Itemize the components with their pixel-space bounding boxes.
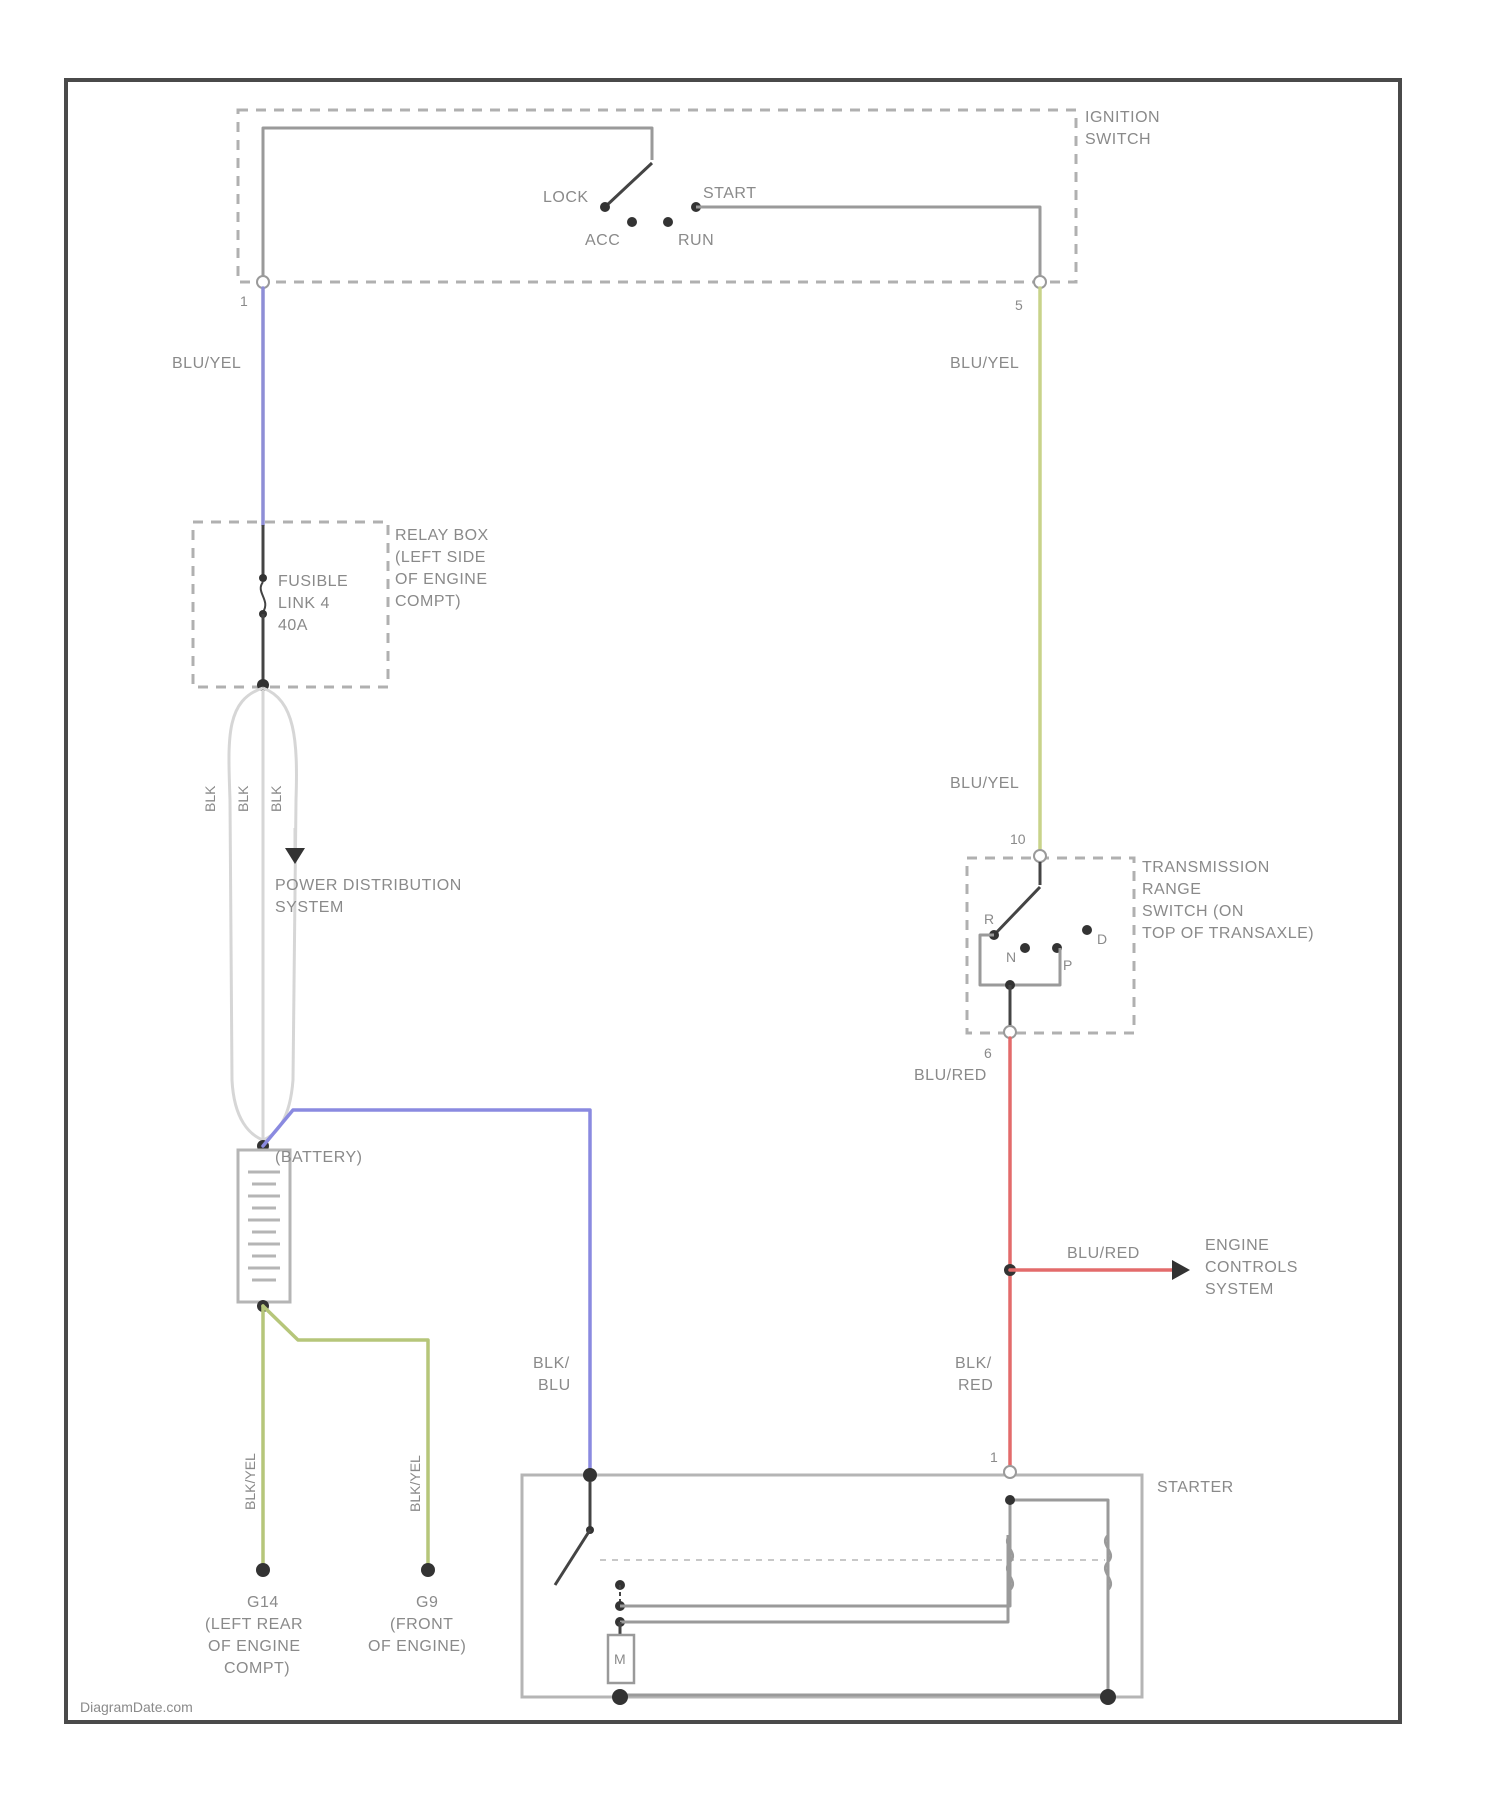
trs-label-3: SWITCH (ON <box>1142 903 1244 920</box>
ignition-switch-label-1: IGNITION <box>1085 109 1160 126</box>
wire-blk-yel-right <box>263 1306 428 1568</box>
relay-box: RELAY BOX (LEFT SIDE OF ENGINE COMPT) FU… <box>193 522 489 691</box>
ignition-pin-right-label: 5 <box>1015 297 1023 313</box>
trs-label-4: TOP OF TRANSAXLE) <box>1142 925 1314 942</box>
battery-label: (BATTERY) <box>275 1149 362 1166</box>
ground-right-label-3: OF ENGINE) <box>368 1638 466 1655</box>
ground-left-label-3: OF ENGINE <box>208 1638 301 1655</box>
wire-blu-yel-right-label-mid: BLU/YEL <box>950 775 1019 792</box>
transmission-range-switch: 10 R N P D 6 TRANSMISSION RANGE SWITCH (… <box>967 831 1314 1061</box>
trs-pos-p-label: P <box>1063 957 1072 973</box>
start-label: START <box>703 185 756 202</box>
starter-motor-label: M <box>614 1651 626 1667</box>
fusible-link-label-3: 40A <box>278 617 308 634</box>
trs-contact-arm <box>994 887 1040 935</box>
wire-blu-red-label-2: BLU/RED <box>1067 1245 1140 1262</box>
blk-label-2: BLK <box>235 785 251 812</box>
ground-g14 <box>256 1563 270 1577</box>
trs-pin-bottom-label: 6 <box>984 1045 992 1061</box>
transmission-switch-box <box>967 858 1134 1033</box>
watermark: DiagramDate.com <box>80 1699 193 1715</box>
starter-battery-terminal <box>583 1468 597 1482</box>
ignition-pin-left <box>257 276 269 288</box>
starter: 1 STARTER M <box>522 1449 1234 1705</box>
power-distribution-label-2: SYSTEM <box>275 899 344 916</box>
ignition-start-internal-wire <box>696 207 1040 282</box>
contact-acc <box>627 217 637 227</box>
ground-left-label-2: (LEFT REAR <box>205 1616 303 1633</box>
ignition-switch-label-2: SWITCH <box>1085 131 1151 148</box>
starter-pin-label: 1 <box>990 1449 998 1465</box>
engine-controls-label-2: CONTROLS <box>1205 1259 1298 1276</box>
starter-ground-left <box>612 1689 628 1705</box>
fusible-link-top-terminal <box>259 574 267 582</box>
trs-contact-d <box>1082 925 1092 935</box>
trs-pos-r-label: R <box>984 911 994 927</box>
trs-pos-n-label: N <box>1006 949 1016 965</box>
relay-box-label-2: (LEFT SIDE <box>395 549 486 566</box>
battery-cable-loop-outer <box>229 688 263 1140</box>
fusible-link-element <box>261 582 266 612</box>
wire-blk-red-label-1: BLK/ <box>955 1355 992 1372</box>
run-label: RUN <box>678 232 714 249</box>
relay-box-label-3: OF ENGINE <box>395 571 488 588</box>
engine-controls-label-3: SYSTEM <box>1205 1281 1274 1298</box>
trs-internal-loop <box>980 935 1060 985</box>
starter-feed-wire <box>620 1500 1010 1606</box>
ignition-switch-internal-wire <box>263 128 652 280</box>
trs-contact-n <box>1020 943 1030 953</box>
battery-cable-bundle: BLK BLK BLK POWER DISTRIBUTION SYSTEM <box>202 688 462 1140</box>
trs-pin-top-label: 10 <box>1010 831 1026 847</box>
engine-controls-arrow <box>1172 1260 1190 1280</box>
wire-blk-blu-label-2: BLU <box>538 1377 571 1394</box>
ground-right-label-2: (FRONT <box>390 1616 453 1633</box>
trs-pos-d-label: D <box>1097 931 1107 947</box>
starter-pin <box>1004 1466 1016 1478</box>
fusible-link-label-1: FUSIBLE <box>278 573 348 590</box>
wire-blk-yel-left-label: BLK/YEL <box>242 1453 258 1510</box>
ground-g9 <box>421 1563 435 1577</box>
starter-ground-right <box>1100 1689 1116 1705</box>
wire-blu-yel-right-label-top: BLU/YEL <box>950 355 1019 372</box>
wire-blu-yel-left-label: BLU/YEL <box>172 355 241 372</box>
starter-node-c <box>1005 1495 1015 1505</box>
fusible-link-label-2: LINK 4 <box>278 595 330 612</box>
ground-left-label-4: COMPT) <box>224 1660 290 1677</box>
contact-run <box>663 217 673 227</box>
wire-blk-red-label-2: RED <box>958 1377 993 1394</box>
trs-label-1: TRANSMISSION <box>1142 859 1270 876</box>
relay-box-label-1: RELAY BOX <box>395 527 489 544</box>
ignition-switch: IGNITION SWITCH LOCK ACC RUN START 1 5 <box>238 109 1160 313</box>
power-distribution-arrow <box>285 848 305 864</box>
starter-hold-coil-wire <box>1010 1500 1108 1695</box>
ignition-switch-box <box>238 110 1076 282</box>
engine-controls-label-1: ENGINE <box>1205 1237 1269 1254</box>
blk-label-3: BLK <box>268 785 284 812</box>
trs-pin-bottom <box>1004 1026 1016 1038</box>
wire-blk-blu-label-1: BLK/ <box>533 1355 570 1372</box>
starter-label: STARTER <box>1157 1479 1234 1496</box>
ignition-switch-contact-arm <box>605 163 652 207</box>
contact-lock <box>600 202 610 212</box>
starter-pull-coil-wire <box>620 1535 1008 1622</box>
power-distribution-label-1: POWER DISTRIBUTION <box>275 877 462 894</box>
ground-left-label-1: G14 <box>247 1594 279 1611</box>
trs-pin-top <box>1034 850 1046 862</box>
ignition-pin-right <box>1034 276 1046 288</box>
ground-right-label-1: G9 <box>416 1594 438 1611</box>
blk-label-1: BLK <box>202 785 218 812</box>
trs-label-2: RANGE <box>1142 881 1201 898</box>
starter-switch-arm <box>555 1530 590 1585</box>
ignition-pin-left-label: 1 <box>240 293 248 309</box>
wire-blk-yel-right-label: BLK/YEL <box>407 1455 423 1512</box>
relay-box-label-4: COMPT) <box>395 593 461 610</box>
wire-blu-red-label-1: BLU/RED <box>914 1067 987 1084</box>
lock-label: LOCK <box>543 189 589 206</box>
battery: (BATTERY) <box>238 1140 362 1312</box>
acc-label: ACC <box>585 232 620 249</box>
